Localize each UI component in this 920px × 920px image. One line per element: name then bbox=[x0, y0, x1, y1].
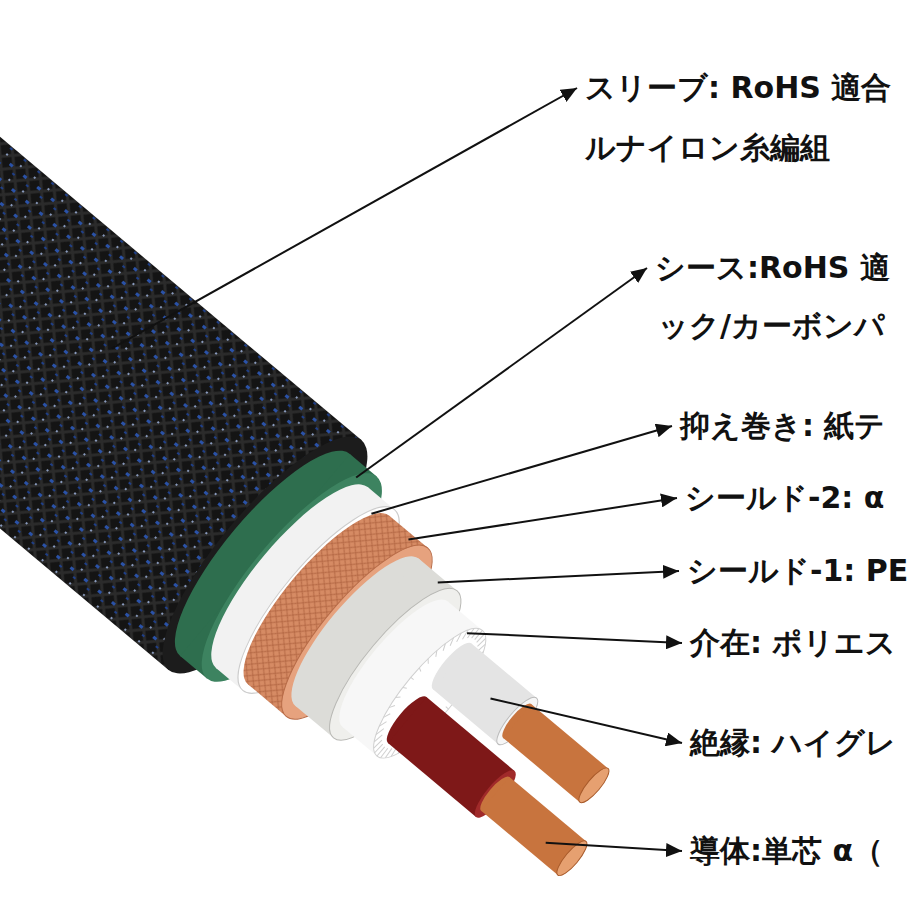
leader-arrow bbox=[438, 571, 679, 582]
filler-fiber bbox=[377, 747, 385, 756]
leader-arrow bbox=[408, 498, 677, 540]
filler-fiber bbox=[385, 748, 393, 757]
filler-fiber bbox=[383, 712, 390, 719]
part-label: ルナイロン糸編組 bbox=[585, 130, 830, 166]
part-label: シールド-1: PE bbox=[687, 553, 908, 589]
leader-arrow bbox=[467, 633, 682, 643]
filler-fiber bbox=[395, 695, 400, 700]
filler-fiber bbox=[375, 744, 383, 753]
filler-fiber bbox=[380, 748, 388, 757]
filler-fiber bbox=[446, 707, 449, 709]
filler-fiber bbox=[433, 651, 439, 657]
leader-arrow bbox=[546, 843, 682, 851]
filler-fiber bbox=[374, 734, 382, 743]
filler-fiber bbox=[441, 643, 448, 650]
filler-fiber bbox=[403, 686, 407, 690]
part-label: シールド-2: α bbox=[685, 480, 884, 516]
part-label: スリーブ: RoHS 適合 bbox=[585, 70, 891, 106]
layer-face bbox=[575, 764, 613, 806]
part-label: 介在: ポリエス bbox=[690, 625, 896, 661]
filler-fiber bbox=[475, 630, 483, 639]
filler-fiber bbox=[411, 677, 414, 679]
filler-fiber bbox=[455, 633, 463, 642]
filler-fiber bbox=[376, 727, 384, 736]
part-label: シース:RoHS 適 bbox=[655, 250, 890, 286]
leader-arrow bbox=[112, 88, 577, 348]
part-label: 絶縁: ハイグレ bbox=[690, 725, 896, 761]
filler-fiber bbox=[379, 720, 386, 728]
leader-arrow bbox=[371, 426, 672, 514]
filler-fiber bbox=[418, 668, 422, 672]
cable-layer bbox=[498, 700, 613, 806]
filler-fiber bbox=[426, 659, 431, 664]
part-label: 導体:単芯 α（ bbox=[690, 833, 883, 869]
filler-fiber bbox=[389, 703, 395, 709]
filler-fiber bbox=[448, 638, 455, 646]
leader-arrow bbox=[490, 699, 682, 743]
part-label: ック/カーボンパ bbox=[658, 308, 885, 344]
part-label: 抑え巻き: 紙テ bbox=[680, 408, 885, 444]
